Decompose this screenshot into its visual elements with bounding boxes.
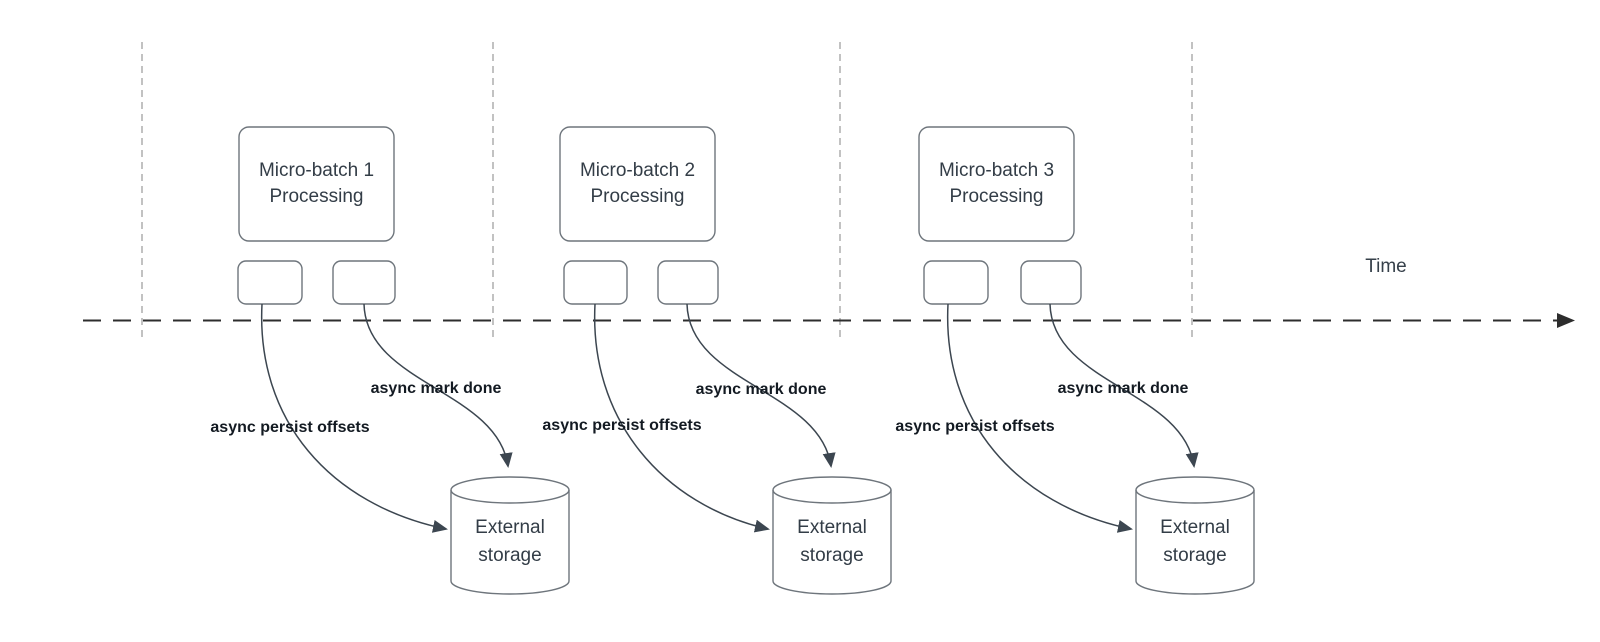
micro-batch-1-task-a-box (237, 260, 303, 305)
micro-batch-group-3 (918, 126, 1255, 595)
persist-offsets-arrow-2 (593, 303, 770, 533)
persist-offsets-arrow-1 (260, 303, 448, 533)
micro-batch-3-box (918, 126, 1075, 242)
persist-offsets-arrow-3 (946, 303, 1133, 533)
micro-batch-3-task-b-box (1020, 260, 1082, 305)
micro-batch-1-box (238, 126, 395, 242)
external-storage-cylinder-1 (450, 476, 570, 595)
micro-batch-1-task-b-box (332, 260, 396, 305)
mark-done-arrow-2 (686, 303, 836, 468)
micro-batch-2-task-a-box (563, 260, 628, 305)
mark-done-arrow-3 (1049, 303, 1199, 468)
micro-batch-2-box (559, 126, 716, 242)
micro-batch-group-2 (559, 126, 892, 595)
external-storage-cylinder-3 (1135, 476, 1255, 595)
micro-batch-group-1 (237, 126, 570, 595)
micro-batch-3-task-a-box (923, 260, 989, 305)
external-storage-cylinder-2 (772, 476, 892, 595)
mark-done-arrow-1 (363, 303, 513, 468)
micro-batch-2-task-b-box (657, 260, 719, 305)
lane-separators (141, 42, 1193, 338)
